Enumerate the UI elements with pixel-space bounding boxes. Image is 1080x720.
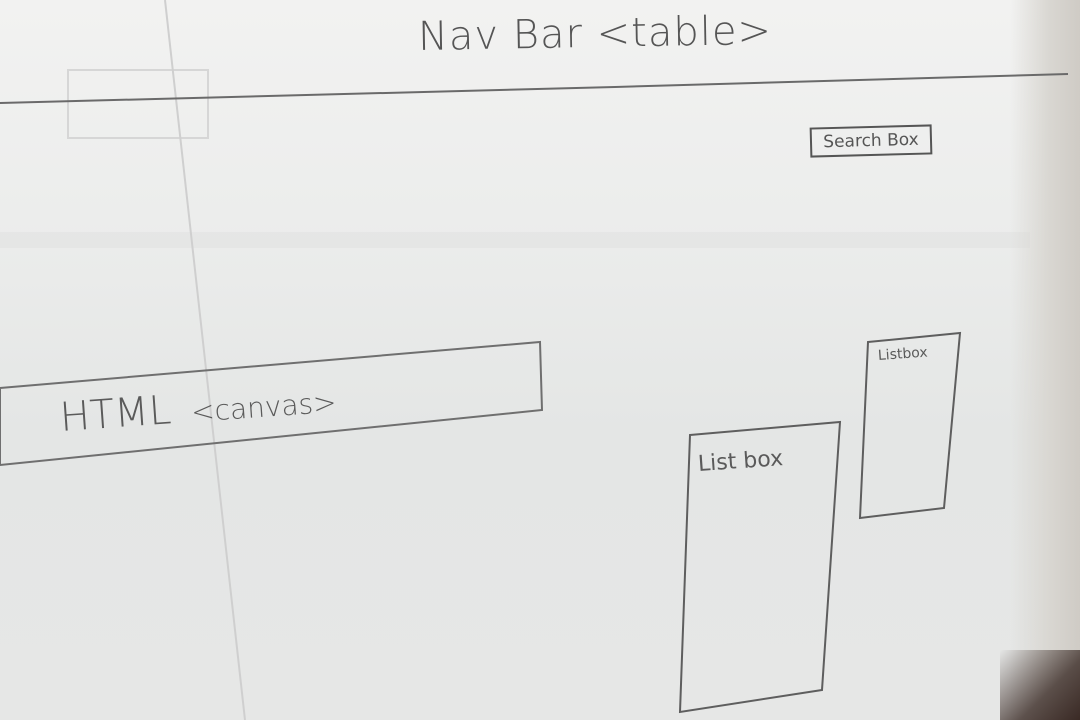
search-input[interactable]: Search Box (809, 124, 933, 158)
listbox-b-frame (858, 331, 962, 520)
nav-bar-divider (0, 86, 616, 104)
search-box-label: Search Box (823, 129, 919, 153)
table-corner (1000, 650, 1080, 720)
nav-bar-label: Nav Bar <table> (417, 7, 773, 60)
faint-guide-box (67, 69, 209, 139)
canvas-box (0, 340, 544, 467)
paper-edge (1010, 0, 1080, 720)
listbox-a-frame (678, 420, 842, 714)
nav-bar-divider-2 (614, 73, 1069, 88)
canvas-label: HTML (58, 387, 173, 441)
faint-guide-line (164, 0, 246, 720)
canvas-tag: <canvas> (190, 385, 338, 429)
